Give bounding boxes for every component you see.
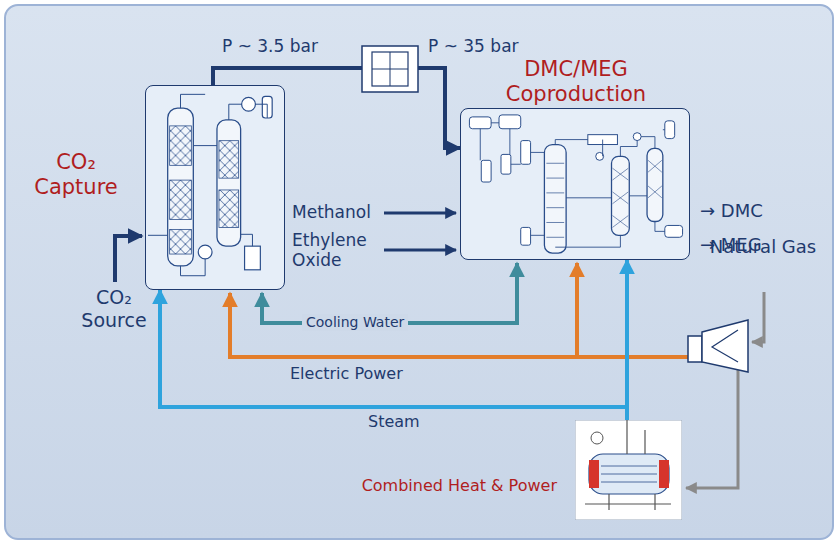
power-line — [230, 293, 688, 357]
background-panel — [4, 4, 834, 540]
source-arrow — [115, 236, 142, 282]
chp-unit: Combined Heat & Power — [575, 420, 682, 520]
flow-connector — [625, 260, 629, 420]
gas-turbine — [688, 320, 748, 372]
flow-label: Methanol — [292, 202, 371, 222]
flow-label: P ~ 3.5 bar — [222, 36, 318, 56]
flow-label: P ~ 35 bar — [428, 36, 519, 56]
unit-heading: CO₂ Capture — [14, 150, 138, 200]
chp-illustration — [575, 420, 682, 520]
gas-line — [752, 292, 764, 342]
coproduction-unit: DMC/MEG Coproduction — [460, 108, 690, 260]
flow-label: Natural Gas — [708, 236, 818, 258]
flow-label: Ethylene Oxide — [292, 230, 384, 271]
flow-label: CO₂ Source — [66, 286, 162, 332]
process-illustration — [461, 109, 689, 259]
feed-arrow — [384, 249, 456, 252]
feed-arrow — [384, 212, 456, 215]
flow-label: → DMC — [700, 200, 763, 222]
exhaust-line — [686, 370, 738, 488]
power-line — [575, 263, 579, 357]
flow-label: Cooling Water — [302, 314, 408, 331]
unit-heading: Combined Heat & Power — [335, 476, 557, 495]
unit-heading: DMC/MEG Coproduction — [476, 57, 676, 107]
capture-illustration — [146, 86, 284, 289]
flow-label: Electric Power — [290, 364, 403, 383]
flow-connector — [160, 290, 627, 420]
edge-label: Steam — [368, 412, 420, 431]
capture-unit: CO₂ Capture — [145, 85, 285, 290]
